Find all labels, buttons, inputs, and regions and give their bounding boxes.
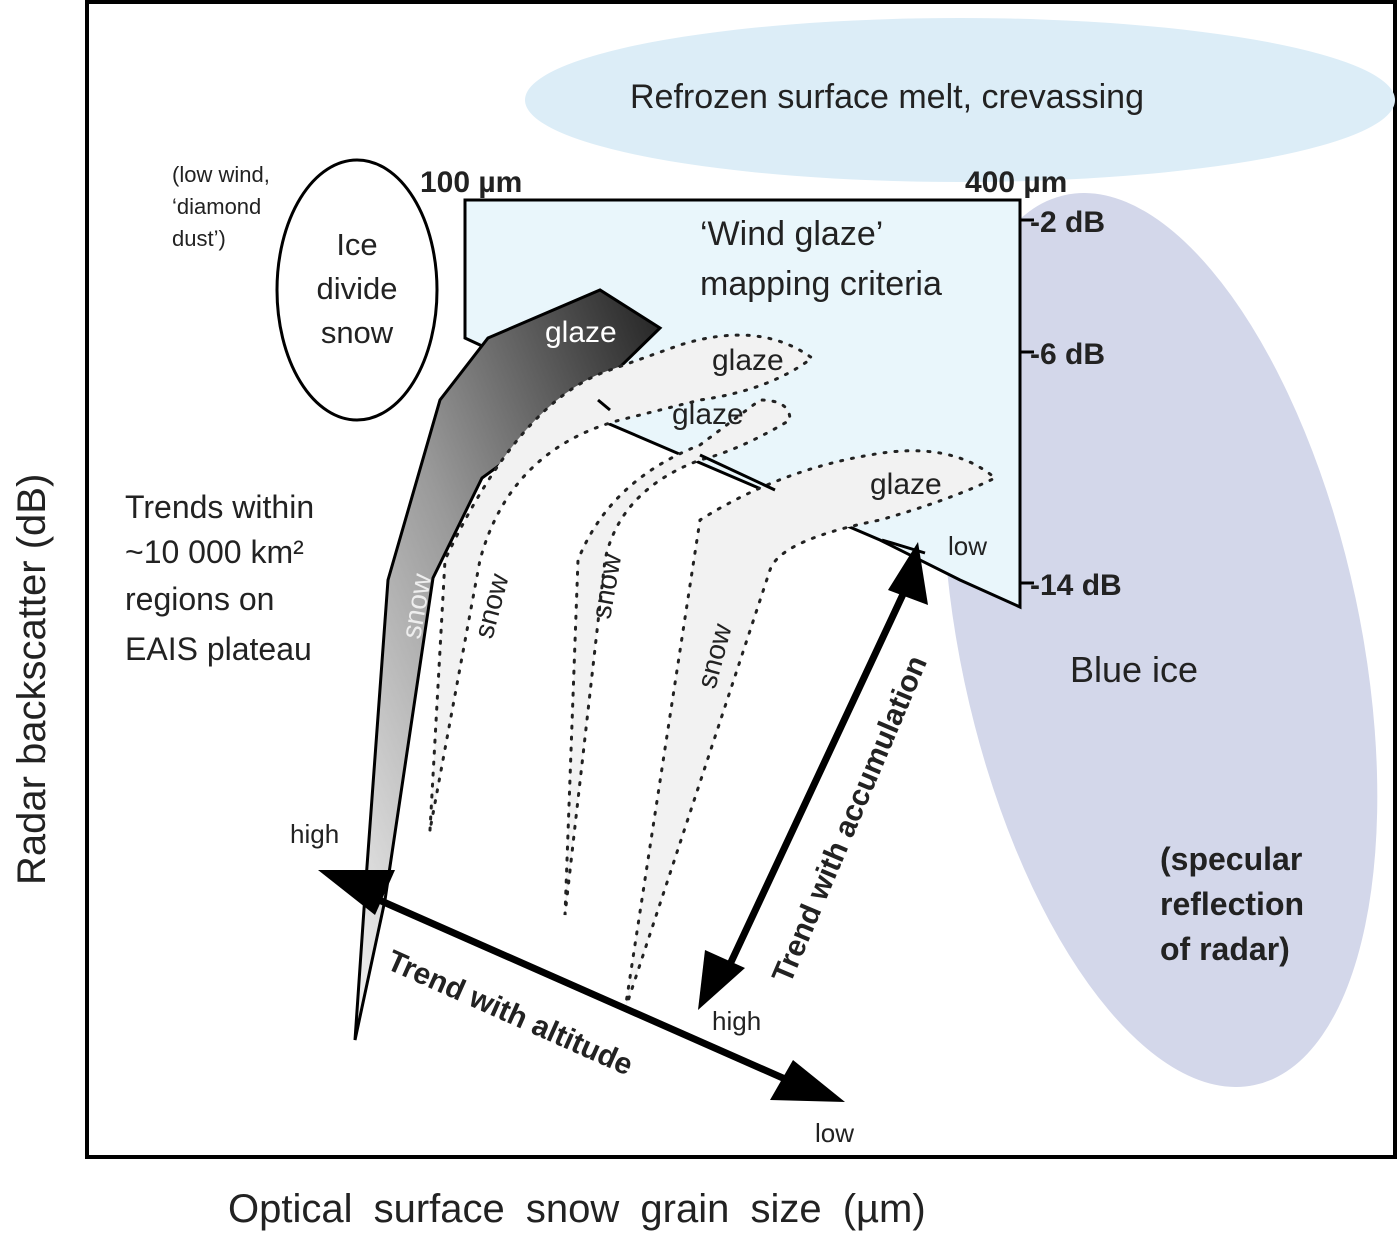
grain-100-label: 100 µm	[420, 166, 522, 199]
db-6-label: -6 dB	[1030, 338, 1105, 371]
ice-divide-line-3: snow	[321, 315, 394, 350]
specular-line-3: of radar)	[1160, 931, 1290, 967]
glaze-snow-band-4	[623, 449, 998, 1011]
glaze-snow-band-1	[353, 288, 663, 1041]
glaze-label-3: glaze	[672, 398, 744, 431]
glaze-snow-band-3	[563, 398, 792, 916]
low-wind-line-1: (low wind,	[172, 162, 270, 187]
refrozen-region	[525, 18, 1395, 182]
glaze-snow-band-2	[428, 333, 815, 831]
blue-ice-label: Blue ice	[1070, 649, 1198, 690]
glaze-label-4: glaze	[870, 468, 942, 501]
refrozen-label: Refrozen surface melt, crevassing	[630, 78, 1144, 116]
glaze-label-2: glaze	[712, 344, 784, 377]
accumulation-high-label: high	[712, 1006, 761, 1036]
altitude-high-label: high	[290, 819, 339, 849]
low-wind-line-3: dust’)	[172, 226, 226, 251]
accumulation-arrow	[721, 588, 909, 977]
trends-line-4: EAIS plateau	[125, 631, 312, 667]
ice-divide-line-2: divide	[317, 271, 398, 306]
wind-glaze-subtitle: mapping criteria	[700, 265, 942, 303]
trends-line-3: regions on	[125, 581, 274, 617]
glaze-label-1: glaze	[545, 316, 617, 349]
trends-line-2: ~10 000 km²	[125, 534, 304, 570]
specular-line-1: (specular	[1160, 841, 1302, 877]
y-axis-label: Radar backscatter (dB)	[10, 474, 54, 885]
blue-ice-region	[942, 193, 1378, 1087]
ice-divide-line-1: Ice	[336, 227, 377, 262]
accumulation-low-label: low	[948, 531, 987, 561]
ice-divide-ellipse	[275, 158, 439, 422]
altitude-low-label: low	[815, 1118, 854, 1148]
grain-400-label: 400 µm	[965, 166, 1067, 199]
low-wind-line-2: ‘diamond	[172, 194, 261, 219]
db-2-label: -2 dB	[1030, 206, 1105, 239]
dotted-bands	[428, 333, 998, 1011]
db-14-label: -14 dB	[1030, 569, 1122, 602]
specular-line-2: reflection	[1160, 886, 1304, 922]
wind-glaze-title: ‘Wind glaze’	[700, 215, 883, 253]
altitude-arrow	[343, 881, 812, 1094]
x-axis-label: Optical surface snow grain size (µm)	[228, 1187, 926, 1231]
trends-line-1: Trends within	[125, 489, 314, 525]
